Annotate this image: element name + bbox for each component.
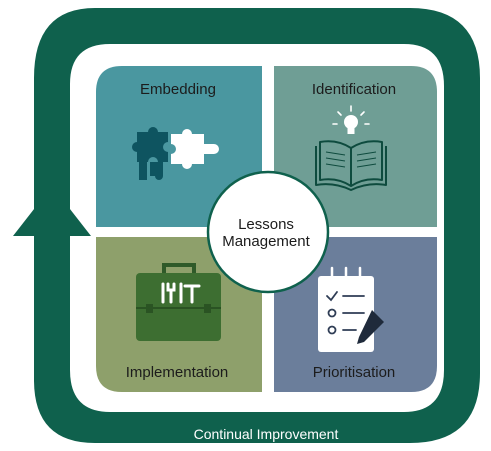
quadrant-label-identification: Identification (312, 81, 396, 98)
quadrant-label-implementation: Implementation (126, 364, 229, 381)
quadrant-label-prioritisation: Prioritisation (313, 364, 396, 381)
cycle-ring (34, 8, 480, 443)
open-book-with-lightbulb-icon (315, 105, 387, 191)
checklist-notepad-icon (318, 266, 384, 352)
center-circle (206, 170, 330, 294)
toolbox-icon (136, 263, 221, 341)
quadrant-label-embedding: Embedding (140, 81, 216, 98)
cycle-arrow-icon (13, 186, 91, 236)
puzzle-pieces-icon (132, 127, 219, 180)
cycle-label: Continual Improvement (194, 426, 339, 442)
center-label-line2: Management (222, 233, 310, 250)
center-label-line1: Lessons (238, 216, 294, 233)
